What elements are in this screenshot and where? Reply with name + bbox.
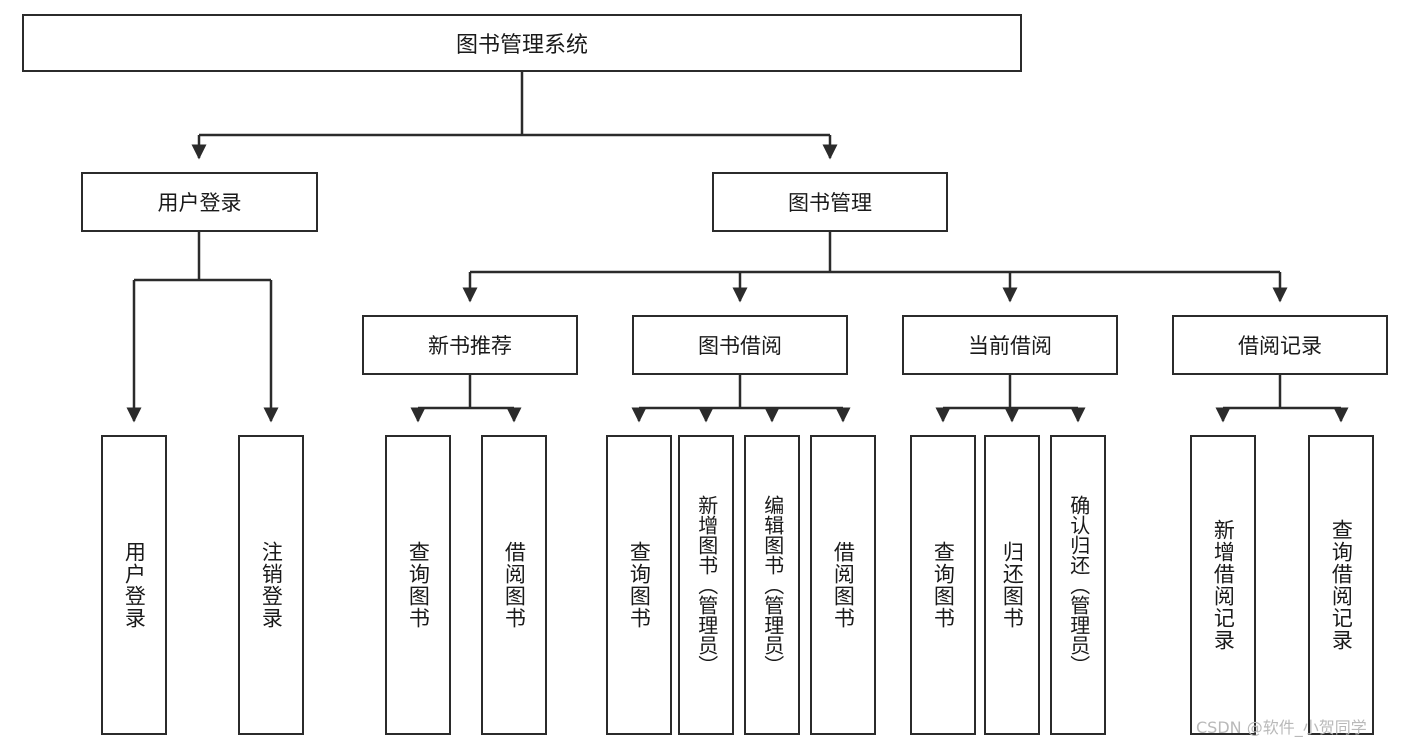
node-new-book-rec[interactable]: 新书推荐 bbox=[362, 315, 578, 375]
node-root[interactable]: 图书管理系统 bbox=[22, 14, 1022, 72]
node-book-manage[interactable]: 图书管理 bbox=[712, 172, 948, 232]
node-current-borrow[interactable]: 当前借阅 bbox=[902, 315, 1118, 375]
node-leaf-borrow-book-1[interactable]: 借阅图书 bbox=[481, 435, 547, 735]
node-user-login[interactable]: 用户登录 bbox=[81, 172, 318, 232]
node-leaf-borrow-book-2[interactable]: 借阅图书 bbox=[810, 435, 876, 735]
node-leaf-add-record[interactable]: 新增借阅记录 bbox=[1190, 435, 1256, 735]
node-leaf-return-book[interactable]: 归还图书 bbox=[984, 435, 1040, 735]
node-borrow-record[interactable]: 借阅记录 bbox=[1172, 315, 1388, 375]
csdn-watermark: CSDN @软件_小贺同学 bbox=[1196, 718, 1367, 737]
node-leaf-query-book-2[interactable]: 查询图书 bbox=[606, 435, 672, 735]
node-leaf-query-book-1[interactable]: 查询图书 bbox=[385, 435, 451, 735]
node-leaf-confirm-return[interactable]: 确认归还（管理员） bbox=[1050, 435, 1106, 735]
node-book-borrow[interactable]: 图书借阅 bbox=[632, 315, 848, 375]
node-leaf-edit-book[interactable]: 编辑图书（管理员） bbox=[744, 435, 800, 735]
node-leaf-user-login[interactable]: 用户登录 bbox=[101, 435, 167, 735]
node-leaf-logout[interactable]: 注销登录 bbox=[238, 435, 304, 735]
node-leaf-query-record[interactable]: 查询借阅记录 bbox=[1308, 435, 1374, 735]
node-leaf-query-book-3[interactable]: 查询图书 bbox=[910, 435, 976, 735]
node-leaf-add-book[interactable]: 新增图书（管理员） bbox=[678, 435, 734, 735]
